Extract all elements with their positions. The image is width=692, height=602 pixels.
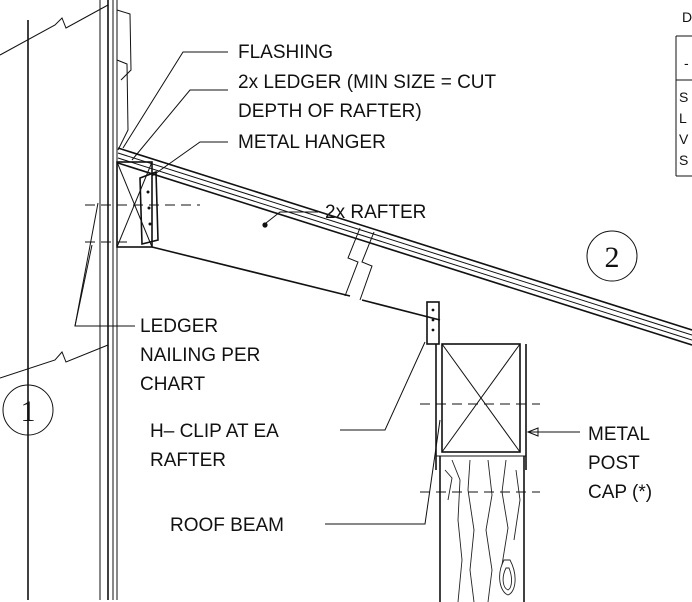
label-ledger-nailing-3: CHART: [140, 374, 205, 395]
metal-post-cap: [420, 344, 540, 493]
detail-bubble-2-number: 2: [605, 241, 620, 274]
chart-row-4: S: [679, 152, 688, 168]
chart-header: D: [682, 9, 692, 25]
roof-beam: [441, 343, 521, 453]
ledger: [85, 161, 200, 248]
metal-hanger: [139, 170, 159, 246]
chart-row-1: S: [679, 89, 688, 105]
detail-bubble-2: 2: [586, 230, 638, 282]
nailing-chart-fragment: D - S L V S: [675, 9, 692, 177]
detail-bubble-1-number: 1: [21, 395, 36, 428]
h-clip: [426, 301, 440, 345]
label-rafter: 2x RAFTER: [325, 202, 426, 223]
detail-bubble-1: 1: [2, 384, 54, 436]
leader-lines: [74, 51, 580, 525]
label-flashing: FLASHING: [238, 42, 333, 63]
label-hclip-2: RAFTER: [150, 450, 226, 471]
wall: [0, 0, 132, 600]
label-ledger-2: DEPTH OF RAFTER): [238, 101, 422, 122]
label-post-cap-3: CAP (*): [588, 482, 652, 503]
label-post-cap-1: METAL: [588, 424, 650, 445]
rafter: [117, 147, 692, 346]
label-roof-beam: ROOF BEAM: [170, 515, 284, 536]
callout-labels: FLASHING 2x LEDGER (MIN SIZE = CUT DEPTH…: [140, 42, 652, 536]
chart-row-mark: -: [684, 55, 689, 71]
label-post-cap-2: POST: [588, 453, 640, 474]
label-ledger-1: 2x LEDGER (MIN SIZE = CUT: [238, 72, 497, 93]
chart-row-3: V: [679, 131, 689, 147]
chart-row-2: L: [679, 110, 687, 126]
label-hclip-1: H– CLIP AT EA: [150, 421, 279, 442]
label-ledger-nailing-2: NAILING PER: [140, 345, 260, 366]
label-ledger-nailing-1: LEDGER: [140, 316, 218, 337]
post: [439, 456, 525, 602]
label-metal-hanger: METAL HANGER: [238, 132, 386, 153]
